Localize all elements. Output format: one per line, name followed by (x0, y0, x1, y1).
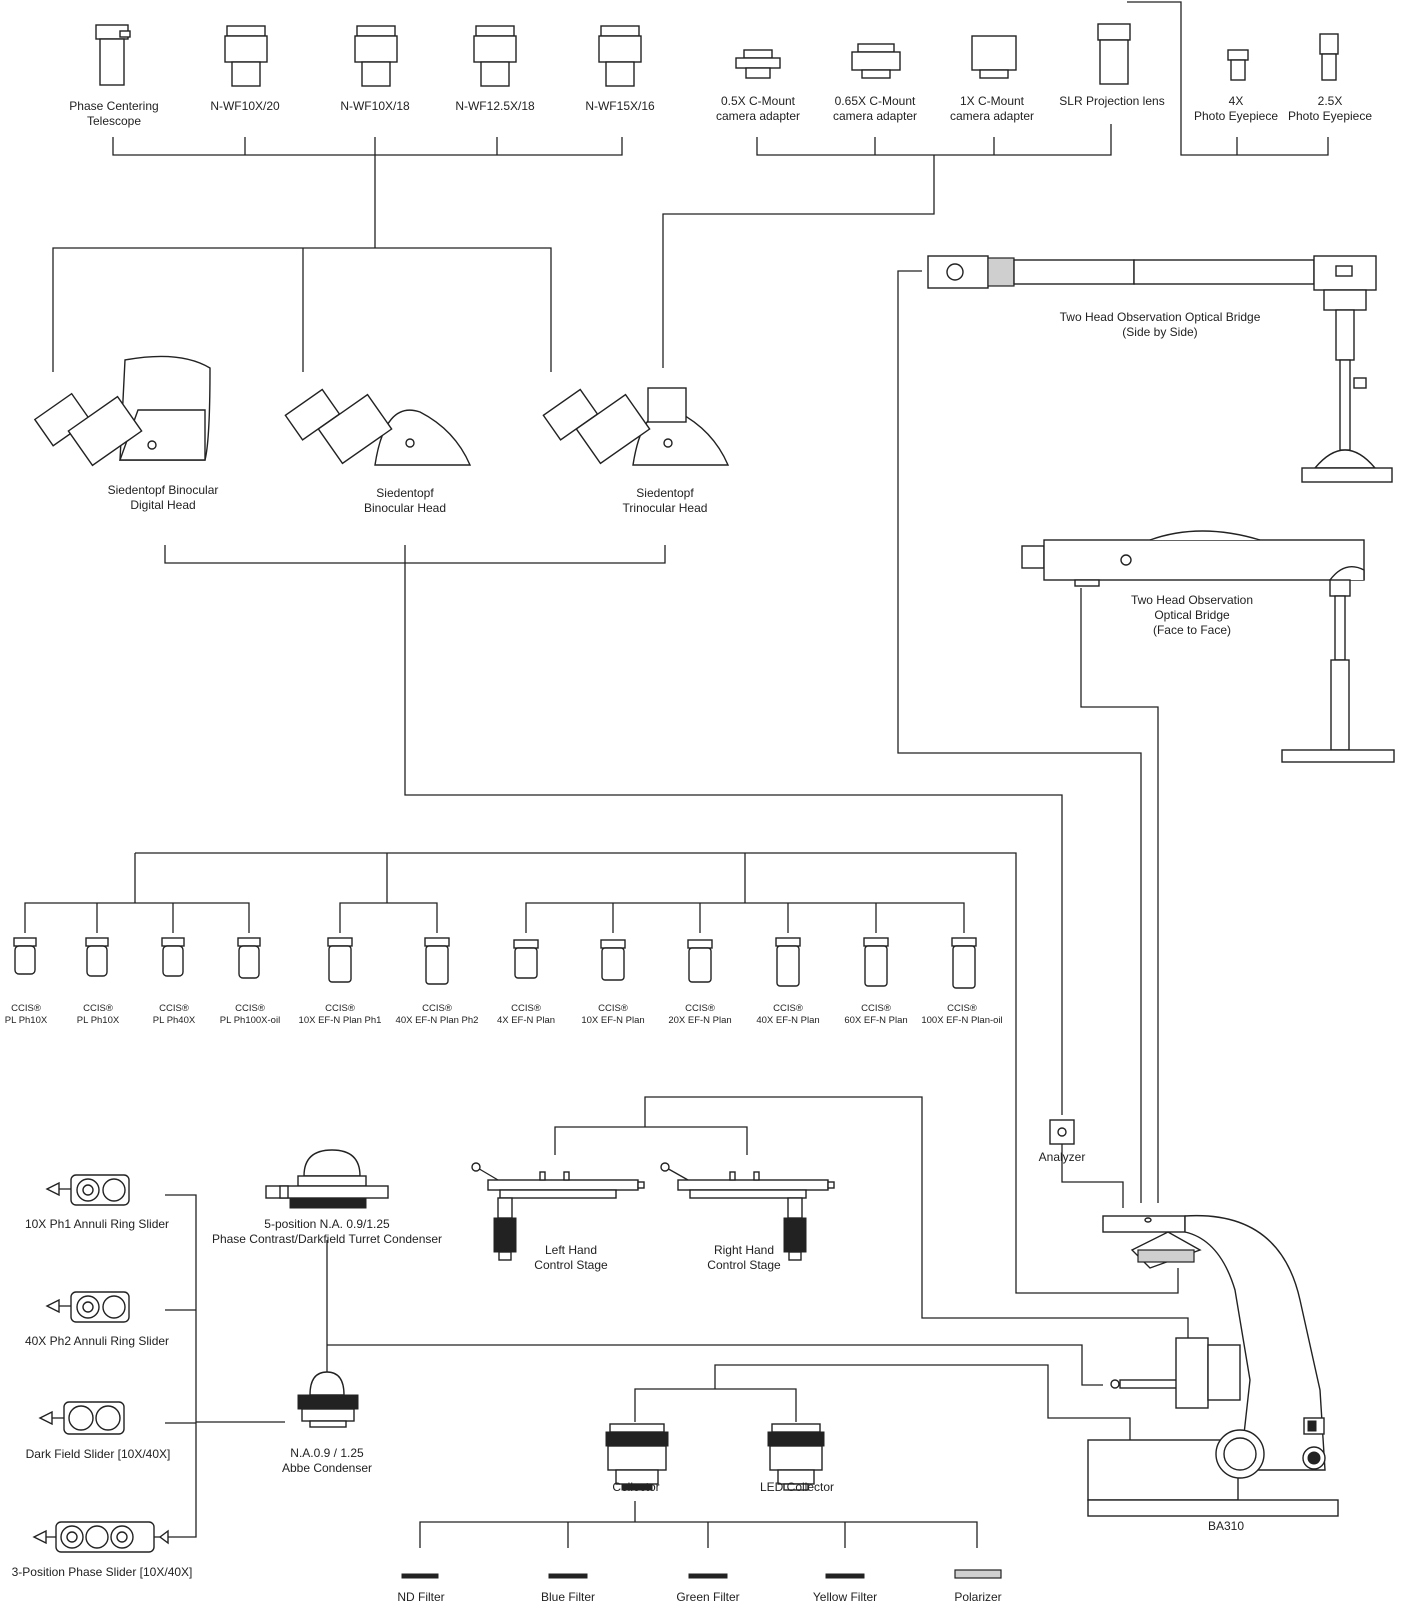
collector-label: Collector (612, 1480, 660, 1494)
analyzer-label: Analyzer (1038, 1150, 1086, 1164)
slider-label: 3-Position Phase Slider [10X/40X] (11, 1565, 193, 1579)
digital-head-drawing (33, 355, 211, 467)
c-mount-1x-drawing (971, 35, 1017, 79)
eyepiece-label: Phase Centering Telescope (69, 99, 159, 128)
objective-label: CCIS® PL Ph10X (76, 1003, 120, 1026)
objective-6-drawing (424, 937, 450, 985)
slider-drawings (32, 1174, 169, 1553)
bridge-label: Two Head Observation Optical Bridge (Sid… (1059, 310, 1261, 339)
face-to-face-bridge-drawing (1021, 530, 1395, 763)
bridge-drawings (927, 255, 1395, 763)
slider-label: Dark Field Slider [10X/40X] (25, 1447, 171, 1461)
head-drawings (33, 355, 730, 467)
objective-label: CCIS® PL Ph10X (4, 1003, 48, 1026)
microscope-label: BA310 (1207, 1519, 1245, 1533)
bridge-label: Two Head Observation Optical Bridge (Fac… (1130, 593, 1254, 637)
eyepiece-label: N-WF15X/16 (585, 99, 655, 113)
filter-label: ND Filter (397, 1590, 445, 1604)
objective-label: CCIS® 10X EF-N Plan (581, 1003, 645, 1026)
stage-label: Left Hand Control Stage (534, 1243, 608, 1272)
left-stage-drawing (471, 1162, 645, 1261)
objective-8-drawing (600, 939, 626, 981)
ph2-slider-drawing (45, 1291, 130, 1323)
objective-9-drawing (687, 939, 713, 983)
objective-label: CCIS® 10X EF-N Plan Ph1 (298, 1003, 382, 1026)
eyepiece-drawing (354, 25, 398, 87)
eyepiece-drawing (473, 25, 517, 87)
photo-eyepiece-25x-drawing (1319, 33, 1339, 81)
camera-adapter-label: 0.65X C-Mount camera adapter (832, 94, 918, 123)
darkfield-slider-drawing (38, 1401, 125, 1435)
eyepiece-drawings (95, 24, 642, 87)
objective-label: CCIS® 4X EF-N Plan (496, 1003, 556, 1026)
stage-label: Right Hand Control Stage (707, 1243, 781, 1272)
slr-lens-drawing (1097, 23, 1131, 85)
eyepiece-label: N-WF10X/18 (340, 99, 410, 113)
camera-adapter-drawings (735, 23, 1339, 85)
turret-condenser-drawing (265, 1149, 389, 1209)
right-stage-drawing (660, 1162, 835, 1261)
objective-2-drawing (85, 937, 109, 977)
phase-telescope-drawing (95, 24, 131, 86)
objective-label: CCIS® 40X EF-N Plan (756, 1003, 820, 1026)
objective-11-drawing (863, 937, 889, 987)
objective-label: CCIS® PL Ph40X (152, 1003, 196, 1026)
ph1-slider-drawing (45, 1174, 130, 1206)
photo-eyepiece-4x-drawing (1227, 49, 1249, 81)
objective-4-drawing (237, 937, 261, 979)
stage-drawings (471, 1162, 835, 1261)
condenser-label: N.A.0.9 / 1.25 Abbe Condenser (281, 1446, 373, 1475)
three-position-slider-drawing (32, 1521, 169, 1553)
filter-label: Green Filter (676, 1590, 740, 1604)
condenser-label: 5-position N.A. 0.9/1.25 Phase Contrast/… (211, 1217, 443, 1246)
objective-10-drawing (775, 937, 801, 987)
eyepiece-drawing (224, 25, 268, 87)
abbe-condenser-drawing (297, 1371, 359, 1428)
filter-drawings (401, 1569, 1002, 1579)
head-label: Siedentopf Binocular Head (363, 486, 447, 515)
collector-drawing (605, 1423, 669, 1491)
camera-adapter-label: 1X C-Mount camera adapter (949, 94, 1035, 123)
objective-drawings (13, 937, 977, 989)
photo-eyepiece-label: 2.5X Photo Eyepiece (1287, 94, 1373, 123)
camera-adapter-label: SLR Projection lens (1059, 94, 1165, 108)
collector-drawings (605, 1423, 825, 1491)
objective-label: CCIS® PL Ph100X-oil (219, 1003, 281, 1026)
objective-1-drawing (13, 937, 37, 975)
slider-label: 40X Ph2 Annuli Ring Slider (24, 1334, 170, 1348)
c-mount-065-drawing (851, 43, 901, 79)
objective-label: CCIS® 60X EF-N Plan (844, 1003, 908, 1026)
c-mount-05-drawing (735, 49, 781, 79)
trinocular-head-drawing (542, 387, 730, 466)
photo-eyepiece-label: 4X Photo Eyepiece (1193, 94, 1279, 123)
objective-7-drawing (513, 939, 539, 979)
collector-label: LED Collector (759, 1480, 835, 1494)
head-label: Siedentopf Binocular Digital Head (107, 483, 219, 512)
objective-12-drawing (951, 937, 977, 989)
slider-label: 10X Ph1 Annuli Ring Slider (24, 1217, 170, 1231)
microscope-ba310-drawing (1087, 1214, 1339, 1517)
filter-label: Yellow Filter (812, 1590, 878, 1604)
eyepiece-label: N-WF10X/20 (210, 99, 280, 113)
objective-label: CCIS® 40X EF-N Plan Ph2 (395, 1003, 479, 1026)
objective-5-drawing (327, 937, 353, 983)
connector-lines (24, 1, 1329, 1548)
objective-3-drawing (161, 937, 185, 977)
camera-adapter-label: 0.5X C-Mount camera adapter (715, 94, 801, 123)
objective-label: CCIS® 20X EF-N Plan (668, 1003, 732, 1026)
objective-label: CCIS® 100X EF-N Plan-oil (921, 1003, 1003, 1026)
led-collector-drawing (767, 1423, 825, 1491)
eyepiece-label: N-WF12.5X/18 (455, 99, 535, 113)
head-label: Siedentopf Trinocular Head (622, 486, 708, 515)
eyepiece-drawing (598, 25, 642, 87)
binocular-head-drawing (284, 388, 472, 466)
analyzer-drawing (1049, 1119, 1075, 1145)
filter-label: Blue Filter (540, 1590, 596, 1604)
filter-label: Polarizer (954, 1590, 1002, 1604)
condenser-drawings (265, 1149, 389, 1428)
side-by-side-bridge-drawing (927, 255, 1393, 483)
